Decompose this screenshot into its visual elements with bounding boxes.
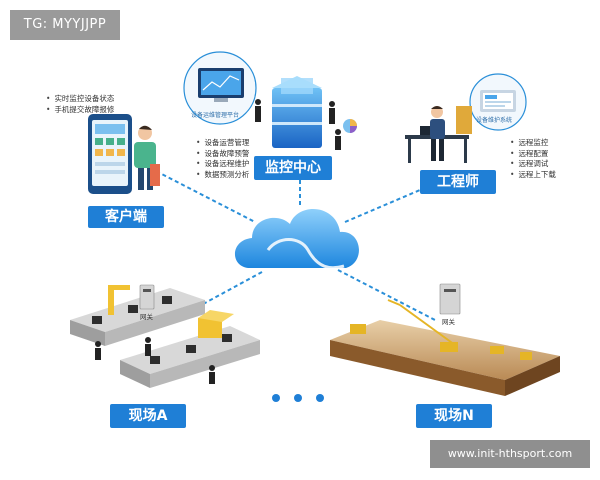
center-screen-caption: 设备运维管理平台 xyxy=(191,112,240,119)
watermark-tag: TG: MYYJJPP xyxy=(10,10,120,40)
client-bullet: 手机提交故障报修 xyxy=(46,105,114,116)
center-label: 监控中心 xyxy=(254,156,332,180)
site-a-label: 现场A xyxy=(110,404,186,428)
ellipsis-dots xyxy=(272,394,324,402)
site-n-gateway-label: 网关 xyxy=(442,318,455,326)
engineer-screen-caption: 设备维护系统 xyxy=(476,117,513,124)
center-bullet: 设备远程维护 xyxy=(196,159,249,170)
engineer-bullets: 远程监控 远程配置 远程调试 远程上下载 xyxy=(510,138,556,180)
client-label: 客户端 xyxy=(88,206,164,228)
link-engineer xyxy=(344,189,421,223)
server-tower-icon xyxy=(272,76,322,148)
site-a-gateway-label: 网关 xyxy=(140,313,153,321)
center-bullet: 设备故障预警 xyxy=(196,149,249,160)
engineer-bullet: 远程配置 xyxy=(510,149,556,160)
engineer-bullet: 远程监控 xyxy=(510,138,556,149)
site-n-label: 现场N xyxy=(416,404,492,428)
engineer-label: 工程师 xyxy=(420,170,496,194)
link-client xyxy=(149,167,256,223)
engineer-bullet: 远程上下载 xyxy=(510,170,556,181)
staff-figures xyxy=(255,99,341,150)
pie-chart-icon xyxy=(343,119,357,133)
center-bullet: 设备运营管理 xyxy=(196,138,249,149)
engineer-monitor-circle-icon xyxy=(469,73,527,131)
engineer-bullet: 远程调试 xyxy=(510,159,556,170)
client-person-icon xyxy=(134,125,160,190)
watermark-url: www.init-hthsport.com xyxy=(430,440,590,468)
site-n-quarry-icon xyxy=(330,283,560,396)
mobile-phone-icon xyxy=(88,114,132,194)
center-bullet: 数据预测分析 xyxy=(196,170,249,181)
client-bullets: 实时监控设备状态 手机提交故障报修 xyxy=(46,94,114,115)
site-a-factory-icon xyxy=(70,284,260,388)
monitor-circle-icon xyxy=(183,51,257,125)
link-site-n xyxy=(337,269,436,321)
engineer-desk-icon xyxy=(405,106,472,163)
client-bullet: 实时监控设备状态 xyxy=(46,94,114,105)
center-bullets: 设备运营管理 设备故障预警 设备远程维护 数据预测分析 xyxy=(196,138,249,180)
cloud-icon xyxy=(234,209,359,270)
